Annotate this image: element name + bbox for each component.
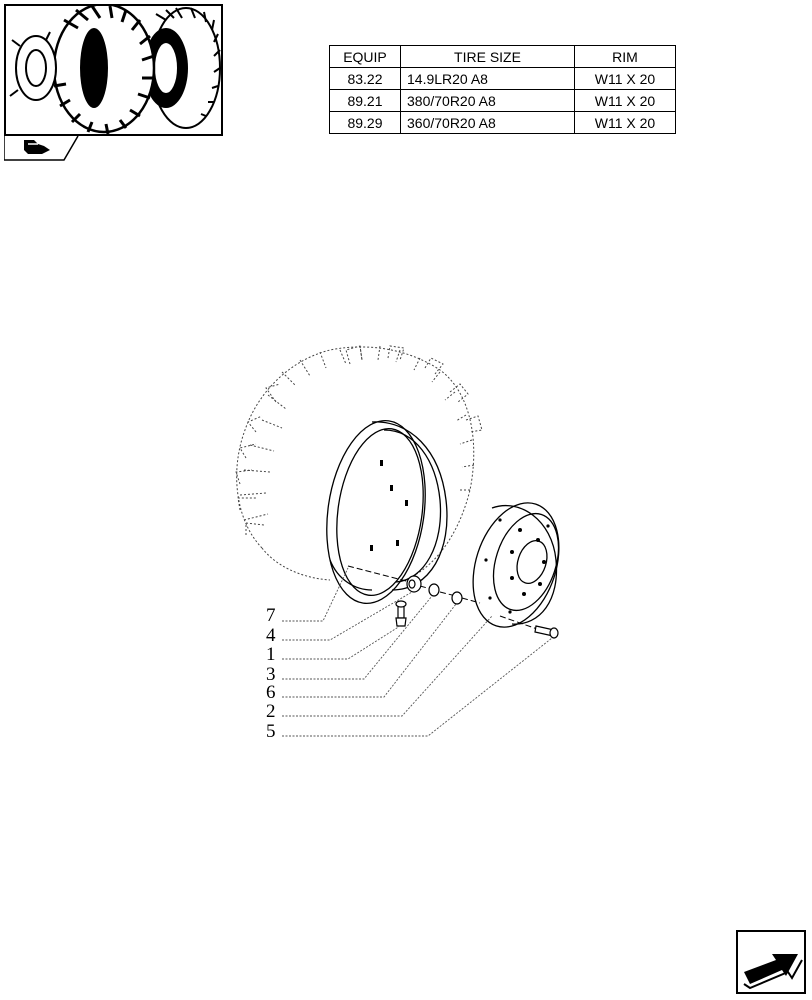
rim [326,420,448,604]
cell-tire-size: 14.9LR20 A8 [400,67,575,90]
tire-outline [235,345,483,581]
cell-rim: W11 X 20 [574,89,676,112]
callout-1: 1 [266,644,276,665]
callout-3: 3 [266,664,276,685]
assembly-axis [347,565,541,631]
washer [428,583,440,597]
rim-holes [370,460,408,551]
lock-washer [451,591,463,605]
header-equip: EQUIP [329,45,401,68]
next-page-arrow-icon[interactable] [736,930,806,994]
table-row: 89.29 360/70R20 A8 W11 X 20 [329,111,676,134]
tire-thumbnail-icon [4,4,223,136]
disc-holes [484,518,550,614]
callout-4: 4 [266,625,276,646]
cell-equip: 89.29 [329,111,401,134]
callout-7: 7 [266,605,276,626]
callout-6: 6 [266,682,276,703]
callout-2: 2 [266,701,276,722]
cell-rim: W11 X 20 [574,111,676,134]
bolt [534,625,559,639]
leader-lines [282,567,553,737]
nut [406,575,422,593]
wheel-disc [472,502,560,628]
callout-5: 5 [266,721,276,742]
book-pointer-icon[interactable] [3,134,80,162]
table-row: 83.22 14.9LR20 A8 W11 X 20 [329,67,676,90]
tire-spec-table: EQUIP TIRE SIZE RIM 83.22 14.9LR20 A8 W1… [329,45,676,134]
cell-tire-size: 360/70R20 A8 [400,111,575,134]
stud [395,600,407,627]
